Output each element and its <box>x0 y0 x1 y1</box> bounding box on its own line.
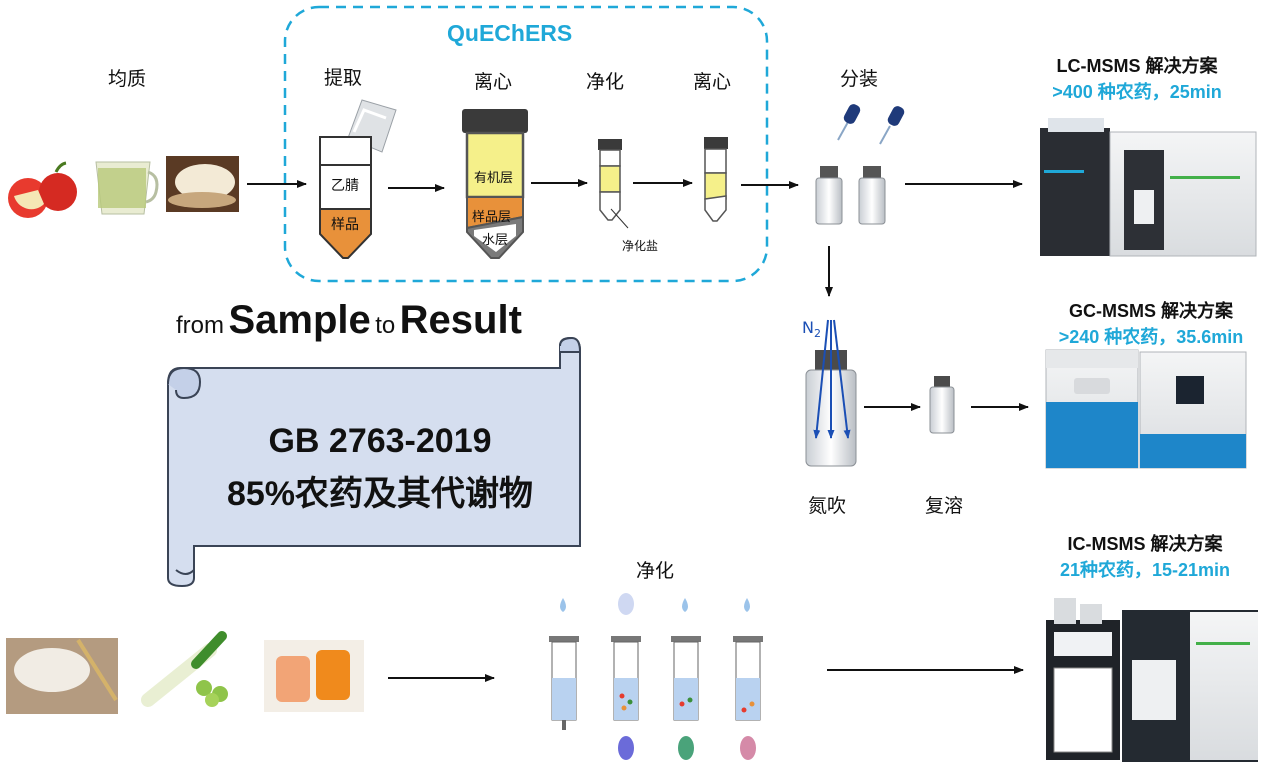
headline-result: Result <box>399 298 522 342</box>
dropper-icon-1 <box>837 104 861 141</box>
step-label-centrifuge2: 离心 <box>693 71 732 93</box>
spe-column-3 <box>671 598 701 760</box>
tube-label-organic-layer: 有机层 <box>474 171 514 186</box>
lc-msms-instrument-image <box>1040 118 1257 257</box>
leek-image <box>141 631 228 707</box>
redissolve-vial-icon <box>929 376 955 434</box>
vial-icon-2 <box>858 166 886 225</box>
step-label-aliquot: 分装 <box>840 68 879 90</box>
step-label-extract: 提取 <box>324 67 363 89</box>
quechers-label: QuEChERS <box>447 20 573 46</box>
gc-msms-instrument-image <box>1045 349 1247 469</box>
step-label-centrifuge: 离心 <box>474 71 513 93</box>
dropper-icon-2 <box>879 106 905 145</box>
step-label-n2-blow: 氮吹 <box>808 495 847 517</box>
tea-cup-image <box>95 161 159 215</box>
step-label-redissolve: 复溶 <box>925 495 964 517</box>
spe-column-4 <box>733 598 763 760</box>
standard-scroll-banner <box>167 336 582 588</box>
step-label-homogenize: 均质 <box>108 68 147 90</box>
scroll-standard-id: GB 2763-2019 <box>268 422 492 460</box>
tube-label-sample-layer: 样品层 <box>472 210 512 225</box>
headline-from: from <box>176 312 224 339</box>
gc-solution-title: GC-MSMS 解决方案 <box>1069 301 1233 321</box>
extraction-tube-icon <box>319 136 372 259</box>
baby-food-jars-image <box>264 640 364 712</box>
lc-solution-title: LC-MSMS 解决方案 <box>1056 56 1218 76</box>
ic-msms-instrument-image <box>1046 598 1258 762</box>
tube-label-acetonitrile: 乙腈 <box>331 178 359 194</box>
tube-label-sample: 样品 <box>331 217 359 233</box>
spe-column-2 <box>611 593 641 760</box>
scroll-coverage: 85%农药及其代谢物 <box>226 475 534 513</box>
spe-column-1 <box>549 598 579 730</box>
quechers-dashed-box <box>283 5 769 283</box>
vial-icon-1 <box>815 166 843 225</box>
cleanup-tube-icon <box>598 139 629 229</box>
apple-image <box>8 161 77 218</box>
centrifuge2-tube-icon <box>704 137 728 222</box>
n2-gas-label: N2 <box>802 318 821 341</box>
step-label-spe-cleanup: 净化 <box>636 560 675 582</box>
ic-solution-title: IC-MSMS 解决方案 <box>1067 534 1223 554</box>
flour-sack-image <box>6 638 118 714</box>
n2-blow-vial-icon <box>805 319 857 467</box>
headline-to: to <box>375 312 396 339</box>
tube-label-water-layer: 水层 <box>482 233 509 248</box>
step-label-cleanup: 净化 <box>586 71 625 93</box>
tube-label-cleanup-salt: 净化盐 <box>622 239 659 253</box>
headline-sample: Sample <box>228 298 371 342</box>
gc-solution-subtitle: >240 种农药，35.6min <box>1058 327 1244 347</box>
lc-solution-subtitle: >400 种农药，25min <box>1052 82 1222 102</box>
rice-bowl-image <box>166 156 239 212</box>
headline-from-sample-to-result: from Sample to Result <box>176 298 522 343</box>
centrifuge-tube-icon <box>462 109 528 259</box>
ic-solution-subtitle: 21种农药，15-21min <box>1059 560 1231 580</box>
